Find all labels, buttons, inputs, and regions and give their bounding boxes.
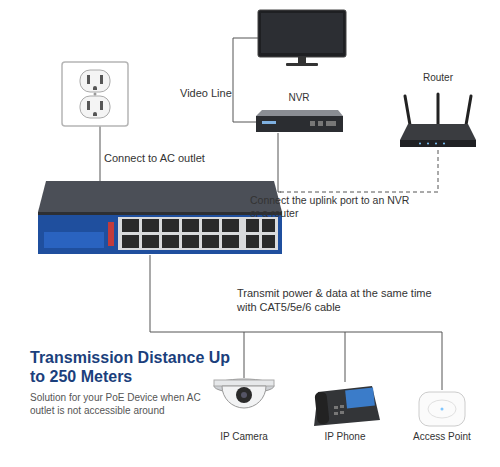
- device-node: Access Point: [400, 388, 484, 446]
- device-label: Router: [396, 72, 480, 83]
- device-label: Access Point: [400, 431, 484, 442]
- phone-drop-wire: [345, 332, 346, 382]
- device-label: IP Camera: [204, 431, 284, 442]
- router-dashed-wire: [278, 150, 438, 192]
- heading-text: Transmission Distance Up to 250 Meters: [30, 348, 245, 386]
- ip-phone: [314, 386, 380, 426]
- video-wire: [233, 38, 258, 122]
- note-label: Connect to AC outlet: [104, 152, 244, 166]
- poe-switch: [38, 181, 282, 254]
- ip-camera: [214, 379, 274, 408]
- device-node: Router: [396, 70, 480, 152]
- note-label: Solution for your PoE Device when AC out…: [30, 392, 225, 417]
- device-node: NVR: [250, 90, 348, 136]
- device-node: IP Camera: [204, 374, 284, 446]
- access-point: [419, 392, 465, 426]
- nvr-device: [256, 110, 343, 132]
- monitor: [258, 10, 346, 66]
- note-label: Connect the uplink port to an NVR or a r…: [250, 194, 410, 220]
- note-label: Transmit power & data at the same time w…: [237, 287, 447, 315]
- router-device: [400, 94, 476, 147]
- camera-drop-wire: [244, 332, 245, 378]
- note-label: Video Line: [180, 87, 250, 101]
- ap-drop-wire: [442, 332, 443, 390]
- device-label: NVR: [250, 92, 348, 103]
- device-label: IP Phone: [305, 431, 385, 442]
- power-wire: [100, 126, 101, 182]
- ac-outlet: [62, 62, 128, 126]
- device-node: IP Phone: [305, 380, 385, 446]
- uplink-wire: [278, 133, 281, 192]
